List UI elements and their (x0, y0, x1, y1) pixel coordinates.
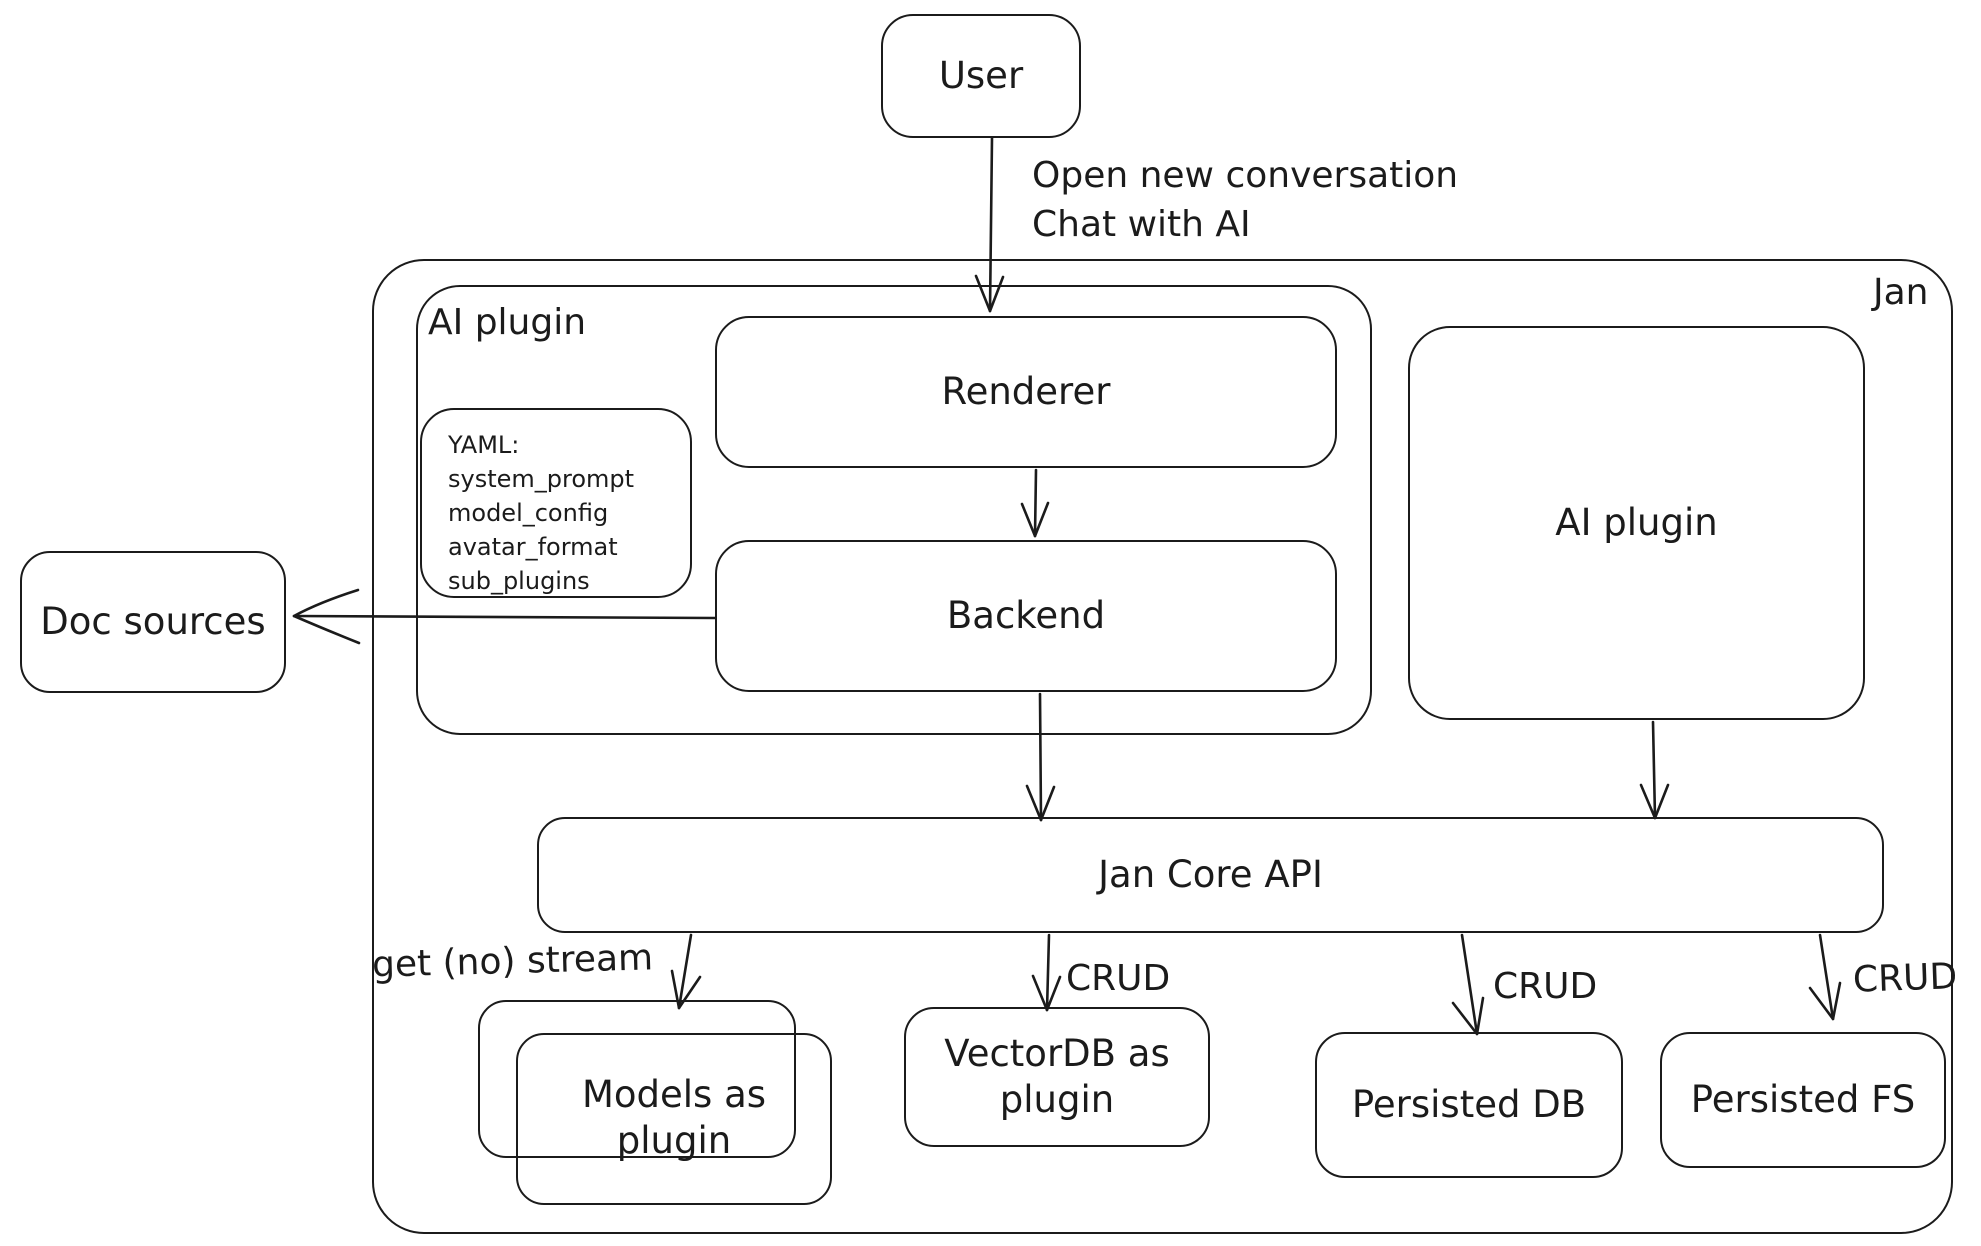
node-user: User (881, 14, 1081, 138)
node-models-as-plugin-text: Models as plugin (581, 1072, 767, 1162)
edge-label-get-no-stream: get (no) stream (371, 937, 654, 986)
node-jan-core-api: Jan Core API (537, 817, 1884, 933)
container-jan-label: Jan (1873, 272, 1929, 313)
container-ai-plugin (416, 285, 1372, 735)
node-renderer: Renderer (715, 316, 1337, 468)
edge-label-crud-vectordb: CRUD (1066, 958, 1171, 999)
node-models-as-plugin-back (478, 1000, 796, 1158)
node-ai-plugin-right: AI plugin (1408, 326, 1865, 720)
container-jan (372, 259, 1953, 1234)
note-yaml-line: avatar_format (448, 533, 618, 562)
node-models-as-plugin (516, 1033, 832, 1205)
node-vectordb-as-plugin: VectorDB as plugin (904, 1007, 1210, 1147)
edge-label-user-flow-line1: Open new conversation (1032, 155, 1459, 196)
edge-label-crud-persisted-db: CRUD (1493, 966, 1598, 1007)
note-yaml-line: model_config (448, 499, 609, 528)
node-persisted-db-label: Persisted DB (1351, 1082, 1587, 1126)
node-persisted-fs-label: Persisted FS (1690, 1077, 1916, 1121)
node-doc-sources: Doc sources (20, 551, 286, 693)
node-user-label: User (938, 53, 1024, 97)
note-yaml-title: YAML: (448, 431, 520, 459)
node-ai-plugin-right-label: AI plugin (1555, 500, 1718, 544)
container-ai-plugin-label: AI plugin (428, 302, 587, 343)
edge-label-user-flow-line2: Chat with AI (1032, 203, 1251, 245)
node-backend-label: Backend (946, 593, 1106, 637)
note-yaml-line: sub_plugins (448, 567, 590, 596)
node-backend: Backend (715, 540, 1337, 692)
node-doc-sources-label: Doc sources (40, 599, 266, 643)
node-vectordb-as-plugin-label: VectorDB as plugin (944, 1031, 1170, 1121)
node-models-as-plugin-label: Models as plugin (556, 1043, 792, 1193)
node-renderer-label: Renderer (941, 369, 1111, 413)
node-persisted-db: Persisted DB (1315, 1032, 1623, 1178)
note-yaml: YAML: system_prompt model_config avatar_… (420, 408, 692, 598)
edge-label-crud-persisted-fs: CRUD (1852, 956, 1958, 1001)
note-yaml-line: system_prompt (448, 465, 635, 494)
edge-label-user-flow: Open new conversation Chat with AI (1032, 152, 1458, 250)
node-jan-core-api-label: Jan Core API (1098, 852, 1323, 896)
node-persisted-fs: Persisted FS (1660, 1032, 1946, 1168)
